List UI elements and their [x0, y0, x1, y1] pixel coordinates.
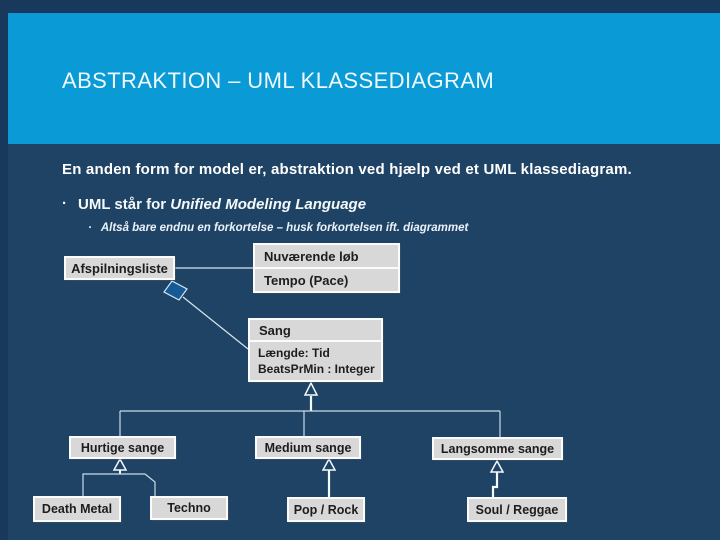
- generalization-arrowhead-langsomme-icon: [489, 459, 505, 473]
- bullet-text: UML står for Unified Modeling Language: [78, 196, 366, 213]
- class-box-langsomme-sange: Langsomme sange: [432, 437, 563, 460]
- class-name-soul-reggae: Soul / Reggae: [475, 502, 559, 517]
- class-attr-tempo: Tempo (Pace): [255, 269, 398, 291]
- top-accent-strip: [0, 0, 720, 13]
- class-box-hurtige-sange: Hurtige sange: [69, 436, 176, 459]
- aggregation-diamond-icon: [163, 280, 188, 301]
- class-attrs-sang: Længde: Tid BeatsPrMin : Integer: [250, 342, 381, 377]
- class-box-soul-reggae: Soul / Reggae: [467, 497, 567, 522]
- aggregation-line: [182, 296, 249, 350]
- sub-bullet-text: Altså bare endnu en forkortelse – husk f…: [100, 222, 469, 234]
- bullet-item-uml: · UML står for Unified Modeling Language: [62, 195, 366, 213]
- left-accent-stripe: [0, 0, 8, 540]
- title-band: ABSTRAKTION – UML KLASSEDIAGRAM: [8, 13, 720, 144]
- sub-bullet-item: · Altså bare endnu en forkortelse – husk…: [88, 222, 468, 235]
- class-box-sang: Sang Længde: Tid BeatsPrMin : Integer: [248, 318, 383, 382]
- class-name-hurtige-sange: Hurtige sange: [80, 440, 165, 455]
- class-attr-beatsprmin: BeatsPrMin : Integer: [258, 362, 375, 376]
- compartment-divider: [255, 267, 398, 269]
- class-name-nuvaerende-lob: Nuværende løb: [255, 245, 398, 267]
- class-name-death-metal: Death Metal: [41, 502, 113, 516]
- slide-title: ABSTRAKTION – UML KLASSEDIAGRAM: [62, 68, 495, 93]
- class-box-death-metal: Death Metal: [33, 496, 121, 522]
- class-name-sang: Sang: [250, 320, 381, 340]
- class-name-pop-rock: Pop / Rock: [293, 502, 359, 517]
- class-box-afspilningsliste: Afspilningsliste: [64, 256, 175, 280]
- bullet-icon: ·: [62, 195, 67, 212]
- class-box-pop-rock: Pop / Rock: [287, 497, 365, 522]
- class-name-langsomme-sange: Langsomme sange: [440, 441, 555, 456]
- class-box-nuvaerende-lob: Nuværende løb Tempo (Pace): [253, 243, 400, 293]
- subtree-lines-hurtige: [82, 473, 156, 497]
- bullet-text-plain: UML står for: [78, 196, 171, 213]
- class-name-medium-sange: Medium sange: [264, 440, 352, 455]
- class-name-afspilningsliste: Afspilningsliste: [71, 260, 168, 276]
- intro-text: En anden form for model er, abstraktion …: [62, 161, 632, 178]
- class-box-medium-sange: Medium sange: [255, 436, 361, 459]
- generalization-arrowhead-medium-icon: [321, 457, 337, 471]
- generalization-arrowhead-sang-icon: [303, 381, 319, 396]
- sub-bullet-icon: ·: [88, 222, 92, 234]
- class-name-techno: Techno: [167, 501, 211, 515]
- generalization-stem-langsomme: [491, 472, 499, 497]
- compartment-divider: [250, 340, 381, 342]
- bullet-text-italic: Unified Modeling Language: [170, 196, 367, 213]
- generalization-arrowhead-hurtige-icon: [112, 457, 128, 471]
- class-box-techno: Techno: [150, 496, 228, 520]
- class-attr-laengde: Længde: Tid: [258, 346, 330, 360]
